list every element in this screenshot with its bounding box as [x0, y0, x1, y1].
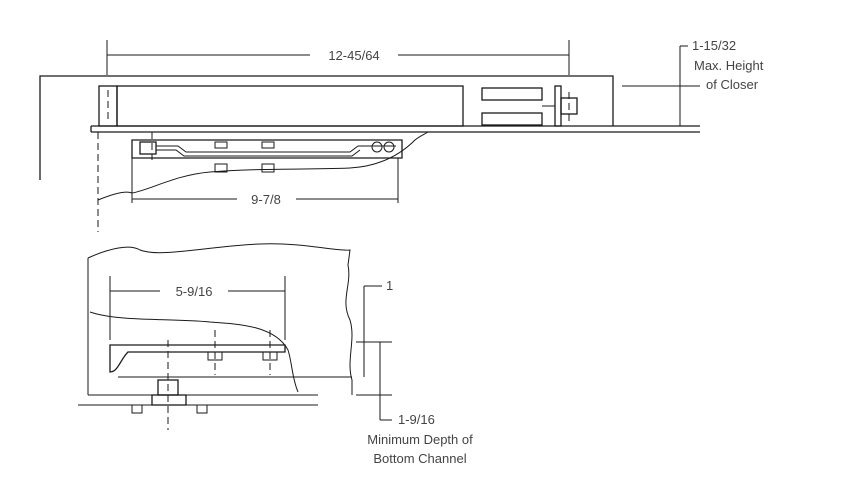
overall-length-dimension: 12-45/64: [106, 40, 570, 75]
offset-dimension: 1: [356, 278, 393, 377]
height-value: 1-15/32: [692, 38, 736, 53]
depth-label-line2: Bottom Channel: [373, 451, 466, 466]
width-label: 5-9/16: [176, 284, 213, 299]
depth-value: 1-9/16: [398, 412, 435, 427]
arm-length-label: 9-7/8: [251, 192, 281, 207]
height-label-line1: Max. Height: [694, 58, 764, 73]
offset-label: 1: [386, 278, 393, 293]
depth-label-line1: Minimum Depth of: [367, 432, 473, 447]
top-view: 12-45/64 1-15/32 Max. Height of Closer: [39, 38, 764, 232]
width-dimension: 5-9/16: [109, 276, 286, 340]
bottom-view: 5-9/16 1 1-9/16 Minimum Depth: [78, 243, 473, 466]
arm-length-dimension: 9-7/8: [132, 192, 398, 207]
arm-assembly: [131, 139, 403, 203]
closer-body: [116, 85, 464, 127]
depth-dimension: 1-9/16 Minimum Depth of Bottom Channel: [356, 342, 473, 466]
overall-length-label: 12-45/64: [328, 48, 379, 63]
height-dimension: 1-15/32 Max. Height of Closer: [622, 38, 764, 126]
height-label-line2: of Closer: [706, 77, 759, 92]
